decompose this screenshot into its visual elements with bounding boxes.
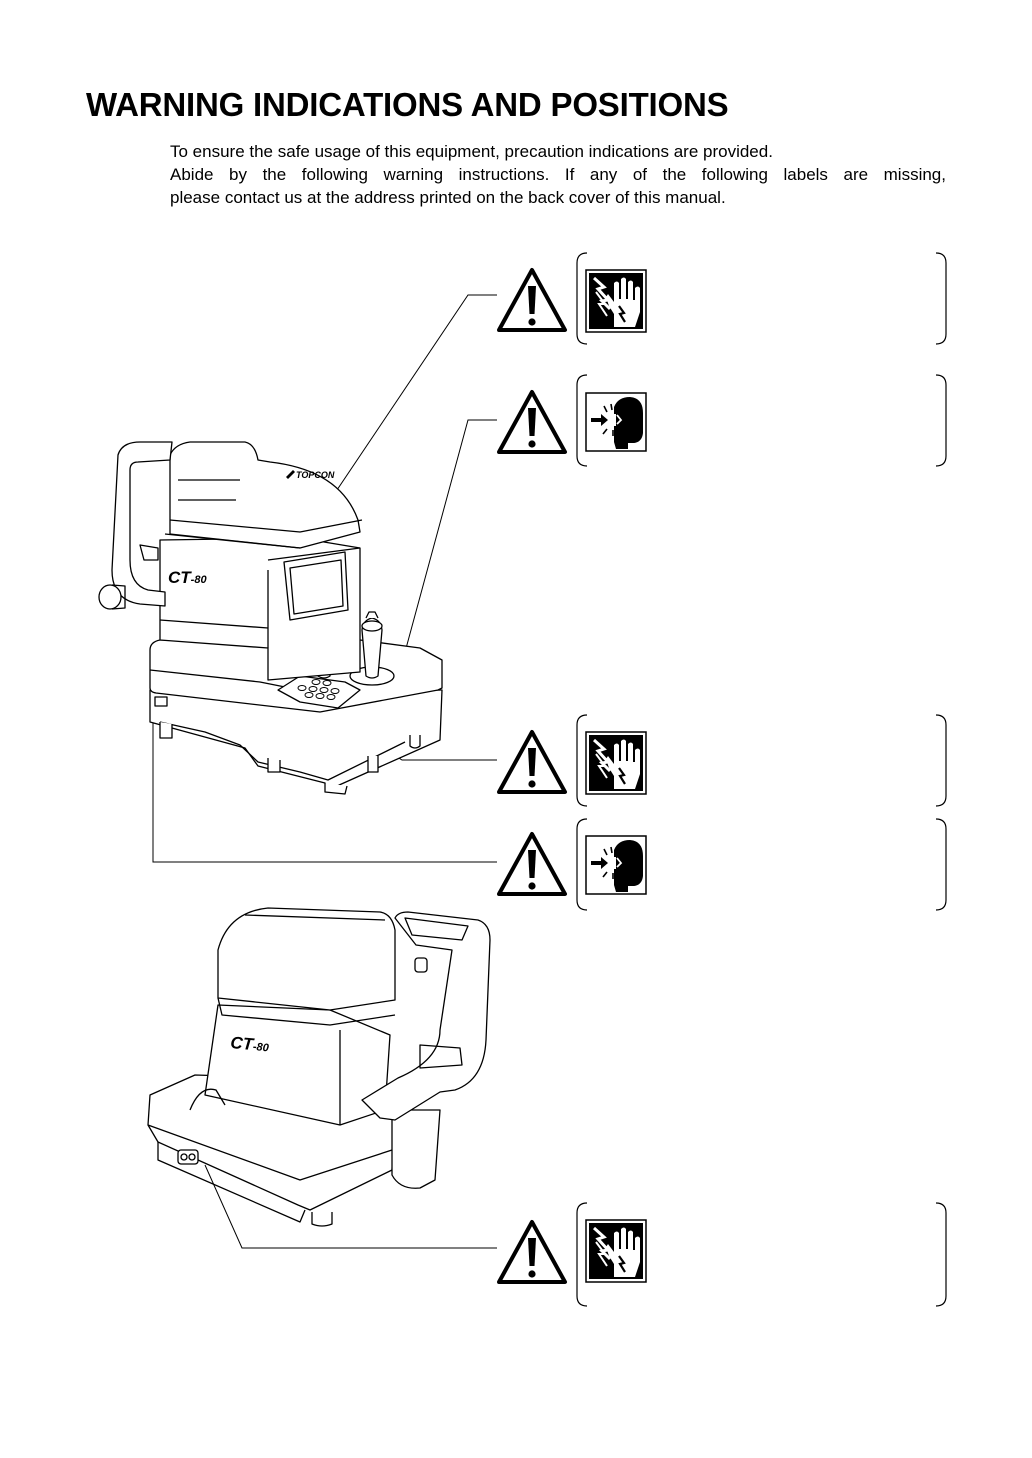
chinrest-knob [98,584,122,610]
intro-line-3: please contact us at the address printed… [170,188,726,207]
intro-line-2: Abide by the following warning instructi… [170,165,946,184]
electric-shock-hand-icon [584,730,648,796]
leader-line-1 [297,294,497,549]
electric-shock-hand-icon [584,268,648,334]
device-back-view: CT-80 [147,907,491,1227]
label-bracket-right [935,1202,947,1307]
label-group-1 [497,252,947,345]
leader-line-2 [391,419,497,701]
head-impact-icon [585,835,647,895]
device-front-view: TOPCON CT-80 [98,441,443,795]
brand-logo: TOPCON [296,470,335,480]
label-bracket-left [576,252,588,345]
measuring-head [169,441,361,549]
leader-line-5 [204,1164,497,1249]
label-bracket-right [935,374,947,467]
display-screen [283,551,349,621]
model-label-front: CT-80 [168,568,207,587]
label-group-3 [497,714,947,807]
label-group-4 [497,818,947,911]
leader-line-4 [152,715,497,863]
head-impact-icon [585,392,647,452]
electric-shock-hand-icon [584,1218,648,1284]
model-label-back: CT-80 [230,1033,271,1055]
measuring-head-rear [217,907,396,1011]
label-bracket-right [935,252,947,345]
page-title: WARNING INDICATIONS AND POSITIONS [86,86,729,123]
label-bracket-right [935,714,947,807]
chinrest-frame-rear [361,911,491,1121]
warning-triangle-icon [497,730,567,794]
warning-triangle-icon [497,1220,567,1284]
label-group-5 [497,1202,947,1307]
label-bracket-left [576,714,588,807]
label-group-2 [497,374,947,467]
label-bracket-right [935,818,947,911]
label-bracket-left [576,1202,588,1307]
warning-triangle-icon [497,390,567,454]
label-bracket-left [576,374,588,467]
intro-line-1: To ensure the safe usage of this equipme… [170,142,773,161]
warning-triangle-icon [497,268,567,332]
power-switch [154,696,168,707]
intro-text: To ensure the safe usage of this equipme… [170,140,946,209]
label-bracket-left [576,818,588,911]
leader-lines [152,294,497,1249]
chinrest-frame [111,441,173,607]
warning-triangle-icon [497,832,567,896]
